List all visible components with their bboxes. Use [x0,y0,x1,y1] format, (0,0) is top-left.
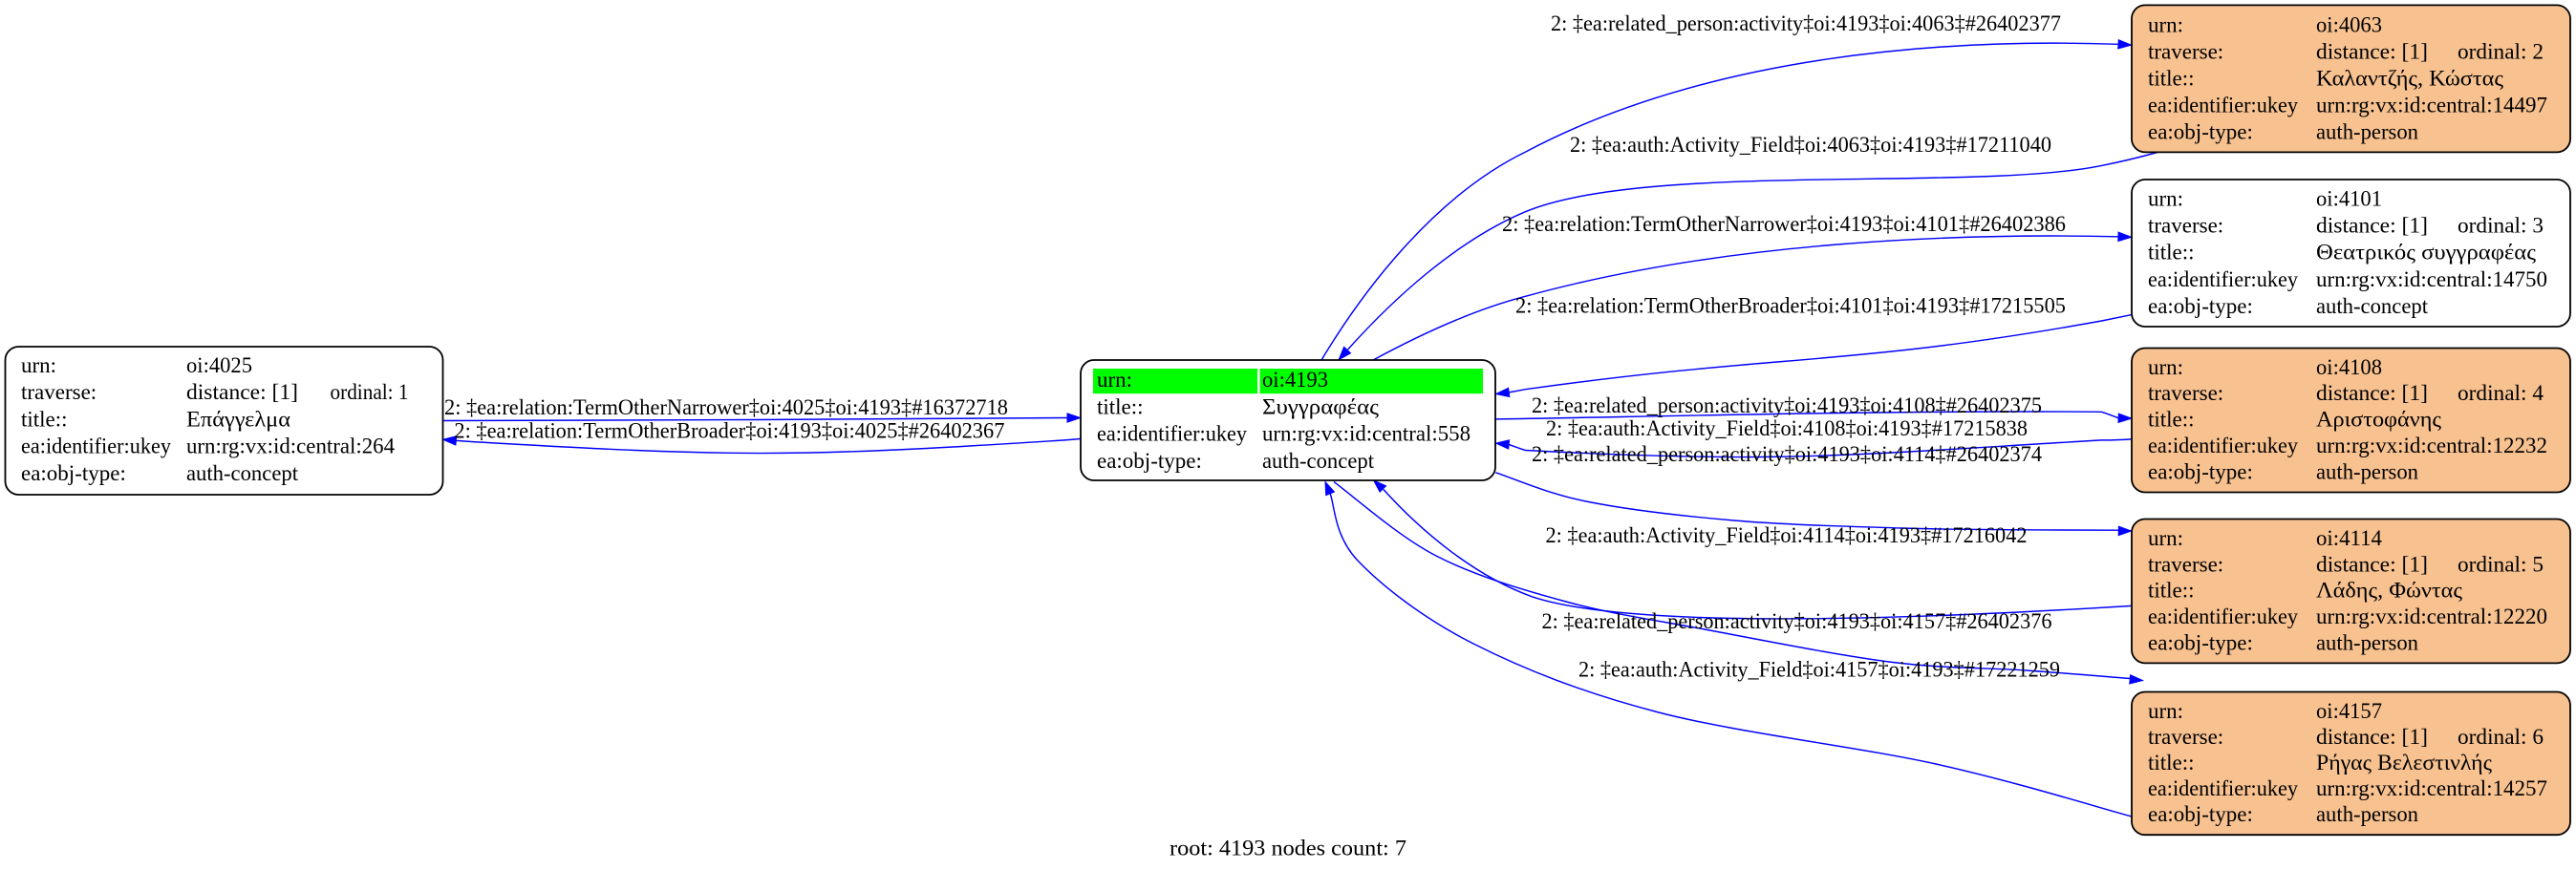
svg-text:root: 4193 nodes count: 7: root: 4193 nodes count: 7 [1170,837,1406,860]
svg-text:ea:identifier:ukey: ea:identifier:ukey [21,435,171,458]
svg-text:distance: [1]: distance: [1] [2316,40,2428,64]
svg-text:urn:rg:vx:id:central:12232: urn:rg:vx:id:central:12232 [2316,434,2547,457]
svg-text:ea:obj-type:: ea:obj-type: [1097,449,1202,473]
svg-text:auth-person: auth-person [2316,120,2418,144]
svg-text:title::: title:: [2148,579,2195,603]
svg-text:ea:identifier:ukey: ea:identifier:ukey [2148,267,2298,291]
svg-text:2: ‡ea:relation:TermOtherNarro: 2: ‡ea:relation:TermOtherNarrower‡oi:402… [444,395,1008,419]
svg-text:ea:identifier:ukey: ea:identifier:ukey [2148,605,2298,628]
svg-text:Επάγγελμα: Επάγγελμα [186,407,290,431]
svg-text:2: ‡ea:relation:TermOtherNarro: 2: ‡ea:relation:TermOtherNarrower‡oi:419… [1502,212,2066,236]
svg-text:auth-person: auth-person [2316,802,2418,826]
svg-text:title::: title:: [21,407,68,431]
svg-text:ea:obj-type:: ea:obj-type: [2148,294,2253,318]
svg-text:ea:obj-type:: ea:obj-type: [2148,630,2253,654]
svg-text:oi:4025: oi:4025 [186,353,252,377]
svg-text:ordinal: 5: ordinal: 5 [2458,552,2544,576]
svg-text:distance: [1]: distance: [1] [2316,725,2428,749]
svg-text:oi:4063: oi:4063 [2316,13,2382,37]
svg-text:traverse:: traverse: [2148,214,2223,238]
svg-text:ea:obj-type:: ea:obj-type: [2148,802,2253,826]
svg-text:traverse:: traverse: [2148,725,2223,749]
svg-text:traverse:: traverse: [21,380,97,404]
svg-text:urn:: urn: [21,353,56,377]
svg-text:2: ‡ea:related_person:activity: 2: ‡ea:related_person:activity‡oi:4193‡o… [1542,609,2052,633]
svg-text:2: ‡ea:related_person:activity: 2: ‡ea:related_person:activity‡oi:4193‡o… [1532,393,2042,417]
svg-text:distance: [1]: distance: [1] [2316,214,2428,238]
svg-text:ea:obj-type:: ea:obj-type: [2148,460,2253,484]
svg-text:title::: title:: [2148,751,2195,775]
svg-text:2: ‡ea:auth:Activity_Field‡oi:: 2: ‡ea:auth:Activity_Field‡oi:4063‡oi:41… [1570,133,2051,157]
svg-text:ea:identifier:ukey: ea:identifier:ukey [1097,422,1247,446]
svg-text:traverse:: traverse: [2148,552,2223,576]
svg-text:urn:rg:vx:id:central:264: urn:rg:vx:id:central:264 [186,435,395,458]
svg-text:title::: title:: [1097,394,1144,418]
svg-text:Ρήγας Βελεστινλής: Ρήγας Βελεστινλής [2316,751,2492,775]
svg-text:ea:obj-type:: ea:obj-type: [21,461,126,485]
svg-text:Θεατρικός συγγραφέας: Θεατρικός συγγραφέας [2316,241,2536,265]
svg-text:2: ‡ea:related_person:activity: 2: ‡ea:related_person:activity‡oi:4193‡o… [1551,11,2061,35]
svg-text:traverse:: traverse: [2148,40,2223,64]
svg-text:auth-concept: auth-concept [1262,449,1375,473]
svg-text:oi:4193: oi:4193 [1262,368,1328,392]
svg-text:ordinal: 4: ordinal: 4 [2458,381,2544,405]
svg-text:urn:: urn: [2148,187,2183,211]
svg-text:urn:: urn: [2148,13,2183,37]
svg-text:2: ‡ea:auth:Activity_Field‡oi:: 2: ‡ea:auth:Activity_Field‡oi:4108‡oi:41… [1546,416,2028,440]
svg-text:ea:obj-type:: ea:obj-type: [2148,120,2253,144]
svg-text:urn:rg:vx:id:central:12220: urn:rg:vx:id:central:12220 [2316,605,2547,628]
svg-text:auth-concept: auth-concept [2316,294,2429,318]
svg-text:2: ‡ea:auth:Activity_Field‡oi:: 2: ‡ea:auth:Activity_Field‡oi:4114‡oi:41… [1546,523,2028,547]
svg-text:distance: [1]: distance: [1] [2316,552,2428,576]
svg-text:urn:: urn: [2148,355,2183,379]
svg-text:oi:4101: oi:4101 [2316,187,2382,211]
svg-text:urn:: urn: [2148,526,2183,550]
svg-text:urn:rg:vx:id:central:558: urn:rg:vx:id:central:558 [1262,422,1470,446]
svg-text:title::: title:: [2148,241,2195,265]
svg-text:distance: [1]: distance: [1] [2316,381,2428,405]
svg-text:2: ‡ea:auth:Activity_Field‡oi:: 2: ‡ea:auth:Activity_Field‡oi:4157‡oi:41… [1578,658,2060,682]
svg-text:Συγγραφέας: Συγγραφέας [1262,394,1379,418]
svg-text:2: ‡ea:related_person:activity: 2: ‡ea:related_person:activity‡oi:4193‡o… [1532,442,2042,466]
svg-text:urn:: urn: [1097,368,1132,392]
svg-text:oi:4108: oi:4108 [2316,355,2382,379]
svg-text:traverse:: traverse: [2148,381,2223,405]
svg-text:Καλαντζής, Κώστας: Καλαντζής, Κώστας [2316,67,2503,91]
svg-text:ordinal: 1: ordinal: 1 [331,380,409,404]
svg-text:auth-person: auth-person [2316,630,2418,654]
svg-text:title::: title:: [2148,67,2195,91]
svg-text:ea:identifier:ukey: ea:identifier:ukey [2148,434,2298,457]
svg-text:oi:4114: oi:4114 [2316,526,2382,550]
svg-text:ordinal: 2: ordinal: 2 [2458,40,2544,64]
svg-text:title::: title:: [2148,408,2195,432]
svg-text:2: ‡ea:relation:TermOtherBroad: 2: ‡ea:relation:TermOtherBroader‡oi:4101… [1515,294,2066,318]
svg-text:distance: [1]: distance: [1] [186,380,298,404]
svg-text:2: ‡ea:relation:TermOtherBroad: 2: ‡ea:relation:TermOtherBroader‡oi:4193… [454,418,1004,442]
svg-text:Λάδης, Φώντας: Λάδης, Φώντας [2316,579,2462,603]
svg-text:oi:4157: oi:4157 [2316,699,2382,723]
svg-text:urn:rg:vx:id:central:14257: urn:rg:vx:id:central:14257 [2316,776,2547,800]
svg-text:urn:: urn: [2148,699,2183,723]
svg-text:ordinal: 6: ordinal: 6 [2458,725,2544,749]
svg-text:urn:rg:vx:id:central:14497: urn:rg:vx:id:central:14497 [2316,94,2547,117]
svg-text:Αριστοφάνης: Αριστοφάνης [2316,408,2441,432]
svg-text:ordinal: 3: ordinal: 3 [2458,214,2544,238]
svg-text:ea:identifier:ukey: ea:identifier:ukey [2148,94,2298,117]
svg-text:auth-concept: auth-concept [186,461,299,485]
svg-text:ea:identifier:ukey: ea:identifier:ukey [2148,776,2298,800]
svg-text:auth-person: auth-person [2316,460,2418,484]
svg-text:urn:rg:vx:id:central:14750: urn:rg:vx:id:central:14750 [2316,267,2547,291]
